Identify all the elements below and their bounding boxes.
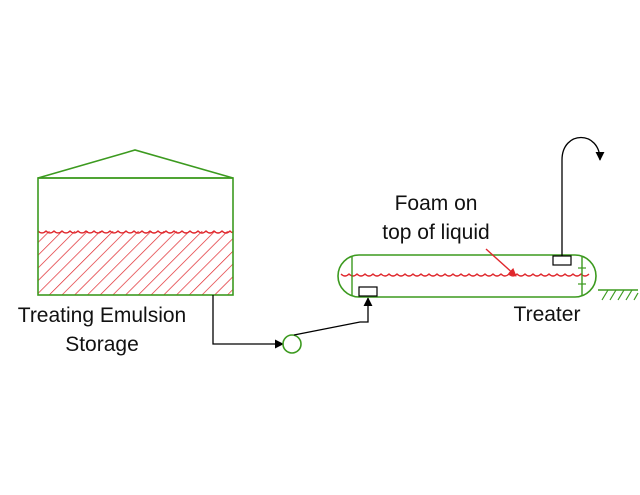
foam-label-line1: Foam on xyxy=(395,192,478,215)
storage-tank xyxy=(37,149,234,296)
treater-liquid-surface xyxy=(340,273,590,277)
tank-liquid-surface xyxy=(37,230,234,234)
treater-inlet-nozzle xyxy=(358,286,378,297)
suction-pipe xyxy=(212,295,284,349)
treater-label: Treater xyxy=(514,303,581,326)
discharge-pipe xyxy=(293,297,373,336)
circle-pump-icon xyxy=(282,334,302,354)
outlet-pipe xyxy=(561,136,605,256)
treater-shell xyxy=(337,254,597,298)
treater-outlet-nozzle xyxy=(552,255,572,266)
foam-pointer-arrow xyxy=(485,248,517,277)
foam-label-line2: top of liquid xyxy=(382,221,489,244)
storage-label-line2: Storage xyxy=(65,333,139,356)
hatched-ground-icon xyxy=(598,289,639,301)
tank-roof xyxy=(37,149,234,179)
tank-liquid-hatch xyxy=(38,231,233,295)
storage-label-line1: Treating Emulsion xyxy=(18,304,186,327)
tank-body xyxy=(37,177,234,296)
treater-vessel xyxy=(337,254,597,298)
